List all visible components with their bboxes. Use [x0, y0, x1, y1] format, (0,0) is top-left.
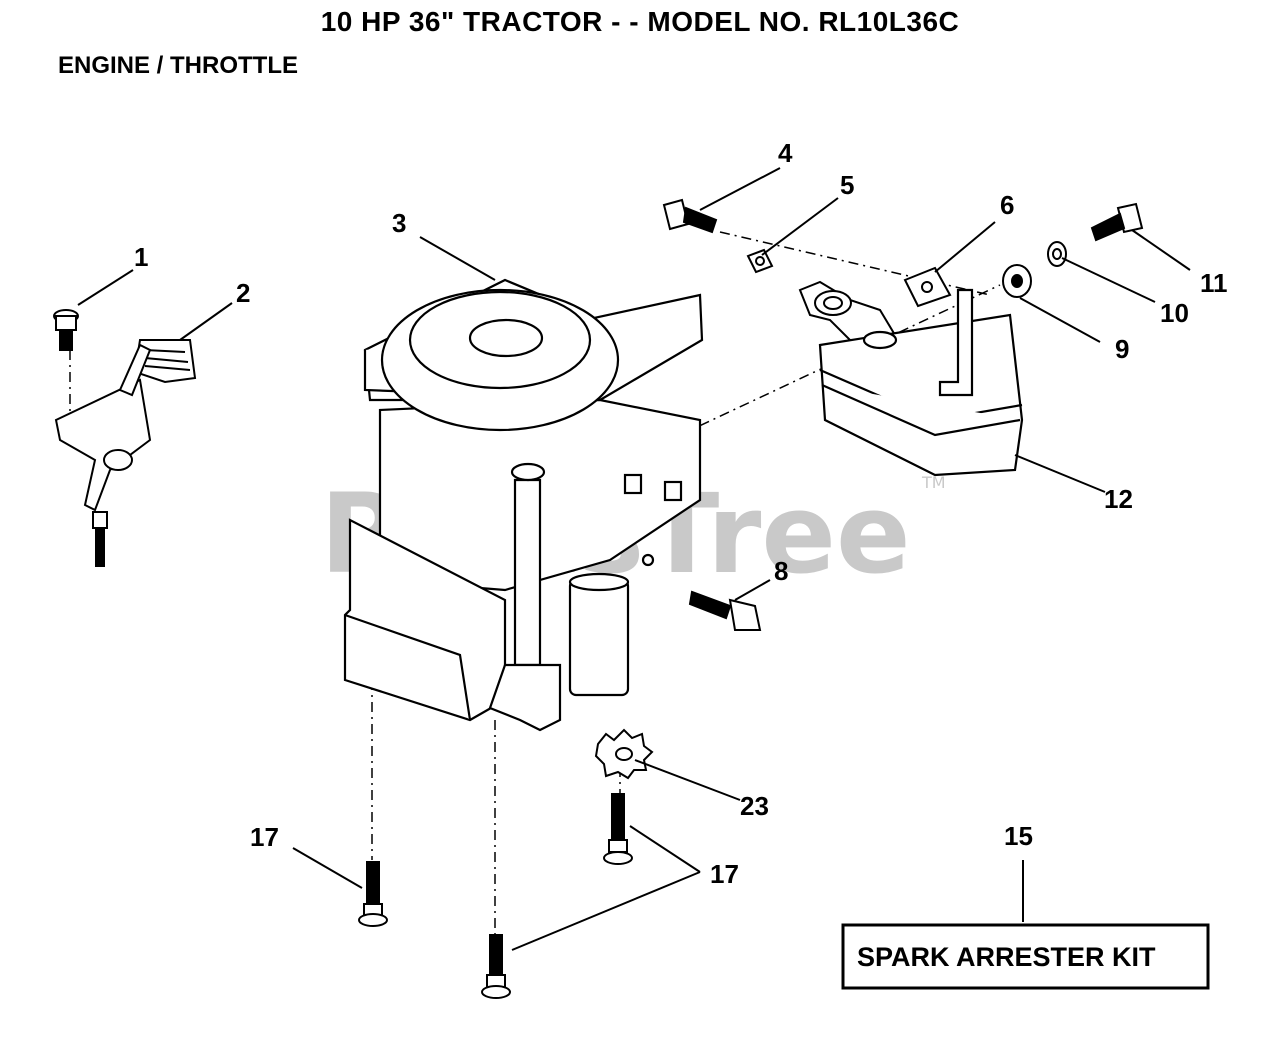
callout-10[interactable]: 10	[1160, 298, 1189, 328]
muffler-part-12[interactable]	[818, 288, 1024, 477]
bolt-part-17-center[interactable]	[603, 793, 633, 865]
callout-12[interactable]: 12	[1104, 484, 1133, 514]
section-subtitle: ENGINE / THROTTLE	[58, 52, 298, 79]
callout-15[interactable]: 15	[1004, 821, 1033, 851]
callout-1[interactable]: 1	[134, 242, 148, 272]
gasket-part-5[interactable]	[746, 248, 774, 274]
bolt-part-4[interactable]	[662, 198, 718, 234]
star-washer-part-23[interactable]	[594, 728, 654, 780]
engine-part-3[interactable]	[343, 278, 704, 732]
page-title: 10 HP 36" TRACTOR - - MODEL NO. RL10L36C	[320, 6, 960, 37]
callout-11[interactable]: 11	[1200, 268, 1228, 298]
callout-17-right[interactable]: 17	[710, 859, 739, 889]
callout-2[interactable]: 2	[236, 278, 250, 308]
callout-17-left[interactable]: 17	[250, 822, 279, 852]
throttle-control-part-2[interactable]	[54, 339, 197, 567]
bolt-part-8[interactable]	[688, 590, 762, 631]
callout-4[interactable]: 4	[778, 138, 793, 168]
watermark-trademark: TM	[921, 473, 946, 492]
callout-8[interactable]: 8	[774, 556, 788, 586]
washer-part-9[interactable]	[1002, 264, 1032, 298]
lock-washer-part-10[interactable]	[1047, 241, 1067, 267]
spark-arrester-kit-box[interactable]: SPARK ARRESTER KIT	[841, 923, 1210, 990]
spark-arrester-kit-label: SPARK ARRESTER KIT	[857, 942, 1156, 972]
bolt-part-17-left[interactable]	[358, 861, 388, 927]
callout-23[interactable]: 23	[740, 791, 769, 821]
callout-6[interactable]: 6	[1000, 190, 1014, 220]
leader-lines	[77, 167, 1191, 951]
exhaust-elbow[interactable]	[798, 280, 897, 350]
gasket-part-6[interactable]	[903, 266, 952, 308]
bolt-part-11[interactable]	[1090, 202, 1144, 242]
bolt-part-1[interactable]	[53, 309, 79, 351]
callout-9[interactable]: 9	[1115, 334, 1129, 364]
callout-5[interactable]: 5	[840, 170, 854, 200]
callout-3[interactable]: 3	[392, 208, 406, 238]
bolt-part-17-bottom[interactable]	[481, 934, 511, 999]
